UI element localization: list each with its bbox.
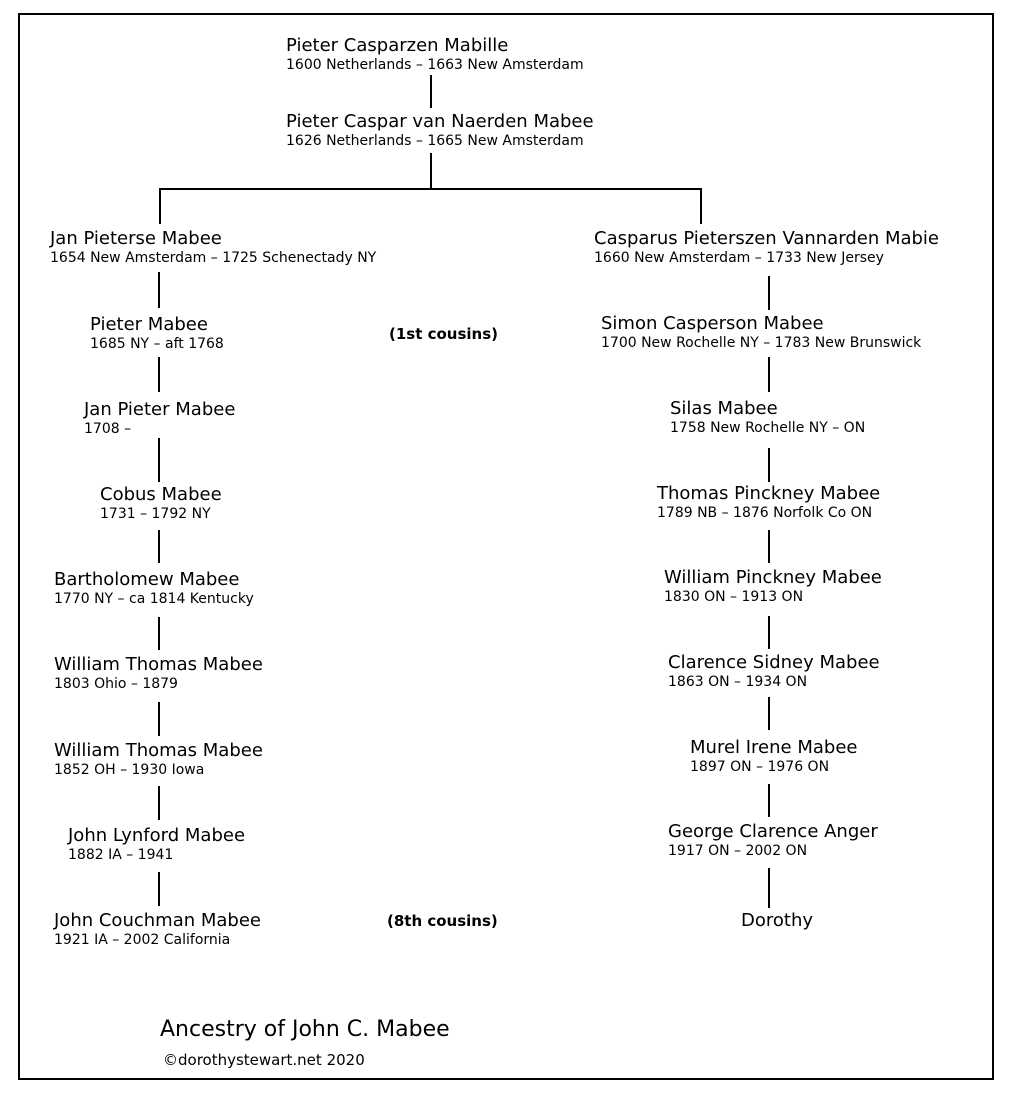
connector-line	[768, 868, 770, 908]
person-william-thomas-mabee-1803: William Thomas Mabee 1803 Ohio – 1879	[54, 654, 263, 693]
person-dates: 1917 ON – 2002 ON	[668, 843, 808, 859]
person-name: Jan Pieter Mabee	[84, 399, 236, 420]
person-name: Bartholomew Mabee	[54, 569, 240, 590]
connector-line	[768, 276, 770, 310]
person-name: John Couchman Mabee	[54, 910, 261, 931]
person-william-thomas-mabee-1852: William Thomas Mabee 1852 OH – 1930 Iowa	[54, 740, 263, 779]
connector-line	[159, 188, 702, 190]
connector-line	[700, 188, 702, 224]
person-dates: 1830 ON – 1913 ON	[664, 589, 804, 605]
person-dates: 1897 ON – 1976 ON	[690, 759, 830, 775]
person-name: William Thomas Mabee	[54, 654, 263, 675]
person-dates: 1803 Ohio – 1879	[54, 676, 178, 692]
person-casparus-pieterszen-vannarden-mabie: Casparus Pieterszen Vannarden Mabie 1660…	[594, 228, 939, 267]
connector-line	[768, 616, 770, 649]
connector-line	[768, 697, 770, 730]
connector-line	[430, 75, 432, 108]
person-dates: 1660 New Amsterdam – 1733 New Jersey	[594, 250, 884, 266]
connector-line	[768, 448, 770, 482]
person-dates: 1731 – 1792 NY	[100, 506, 211, 522]
person-dorothy: Dorothy	[741, 910, 813, 932]
connector-line	[768, 784, 770, 817]
person-pieter-mabee: Pieter Mabee 1685 NY – aft 1768	[90, 314, 224, 353]
person-dates: 1626 Netherlands – 1665 New Amsterdam	[286, 133, 584, 149]
person-name: Dorothy	[741, 910, 814, 931]
connector-line	[430, 153, 432, 189]
person-dates: 1882 IA – 1941	[68, 847, 174, 863]
person-george-clarence-anger: George Clarence Anger 1917 ON – 2002 ON	[668, 821, 878, 860]
connector-line	[158, 438, 160, 482]
connector-line	[158, 872, 160, 906]
person-dates: 1600 Netherlands – 1663 New Amsterdam	[286, 57, 584, 73]
person-pieter-casparzen-mabille: Pieter Casparzen Mabille 1600 Netherland…	[286, 35, 584, 74]
connector-line	[768, 357, 770, 392]
note-first-cousins: (1st cousins)	[389, 325, 499, 343]
diagram-frame	[18, 13, 994, 1080]
person-murel-irene-mabee: Murel Irene Mabee 1897 ON – 1976 ON	[690, 737, 857, 776]
person-jan-pieterse-mabee: Jan Pieterse Mabee 1654 New Amsterdam – …	[50, 228, 376, 267]
person-name: Clarence Sidney Mabee	[668, 652, 880, 673]
connector-line	[158, 786, 160, 820]
person-simon-casperson-mabee: Simon Casperson Mabee 1700 New Rochelle …	[601, 313, 921, 352]
person-dates: 1685 NY – aft 1768	[90, 336, 224, 352]
person-william-pinckney-mabee: William Pinckney Mabee 1830 ON – 1913 ON	[664, 567, 882, 606]
person-silas-mabee: Silas Mabee 1758 New Rochelle NY – ON	[670, 398, 865, 437]
person-dates: 1700 New Rochelle NY – 1783 New Brunswic…	[601, 335, 922, 351]
person-clarence-sidney-mabee: Clarence Sidney Mabee 1863 ON – 1934 ON	[668, 652, 880, 691]
person-dates: 1921 IA – 2002 California	[54, 932, 231, 948]
person-name: William Pinckney Mabee	[664, 567, 882, 588]
diagram-title: Ancestry of John C. Mabee	[160, 1017, 450, 1042]
person-name: Thomas Pinckney Mabee	[657, 483, 881, 504]
person-dates: 1770 NY – ca 1814 Kentucky	[54, 591, 254, 607]
connector-line	[158, 617, 160, 650]
person-dates: 1852 OH – 1930 Iowa	[54, 762, 205, 778]
person-john-lynford-mabee: John Lynford Mabee 1882 IA – 1941	[68, 825, 245, 864]
person-dates: 1789 NB – 1876 Norfolk Co ON	[657, 505, 873, 521]
person-name: John Lynford Mabee	[68, 825, 246, 846]
connector-line	[768, 530, 770, 563]
person-name: Pieter Mabee	[90, 314, 208, 335]
connector-line	[159, 188, 161, 224]
person-name: Casparus Pieterszen Vannarden Mabie	[594, 228, 940, 249]
person-name: Cobus Mabee	[100, 484, 222, 505]
person-dates: 1654 New Amsterdam – 1725 Schenectady NY	[50, 250, 377, 266]
person-bartholomew-mabee: Bartholomew Mabee 1770 NY – ca 1814 Kent…	[54, 569, 254, 608]
connector-line	[158, 530, 160, 563]
person-name: Silas Mabee	[670, 398, 778, 419]
note-eighth-cousins: (8th cousins)	[387, 912, 498, 930]
person-cobus-mabee: Cobus Mabee 1731 – 1792 NY	[100, 484, 222, 523]
connector-line	[158, 702, 160, 736]
person-dates: 1758 New Rochelle NY – ON	[670, 420, 866, 436]
person-name: Pieter Caspar van Naerden Mabee	[286, 111, 594, 132]
person-name: George Clarence Anger	[668, 821, 878, 842]
person-jan-pieter-mabee: Jan Pieter Mabee 1708 –	[84, 399, 235, 438]
person-name: Jan Pieterse Mabee	[50, 228, 222, 249]
person-thomas-pinckney-mabee: Thomas Pinckney Mabee 1789 NB – 1876 Nor…	[657, 483, 880, 522]
person-name: Murel Irene Mabee	[690, 737, 858, 758]
connector-line	[158, 357, 160, 392]
person-pieter-caspar-van-naerden-mabee: Pieter Caspar van Naerden Mabee 1626 Net…	[286, 111, 594, 150]
person-dates: 1708 –	[84, 421, 132, 437]
person-john-couchman-mabee: John Couchman Mabee 1921 IA – 2002 Calif…	[54, 910, 261, 949]
person-name: Pieter Casparzen Mabille	[286, 35, 509, 56]
person-name: Simon Casperson Mabee	[601, 313, 824, 334]
connector-line	[158, 272, 160, 308]
copyright-notice: ©dorothystewart.net 2020	[163, 1051, 365, 1069]
person-name: William Thomas Mabee	[54, 740, 263, 761]
person-dates: 1863 ON – 1934 ON	[668, 674, 808, 690]
